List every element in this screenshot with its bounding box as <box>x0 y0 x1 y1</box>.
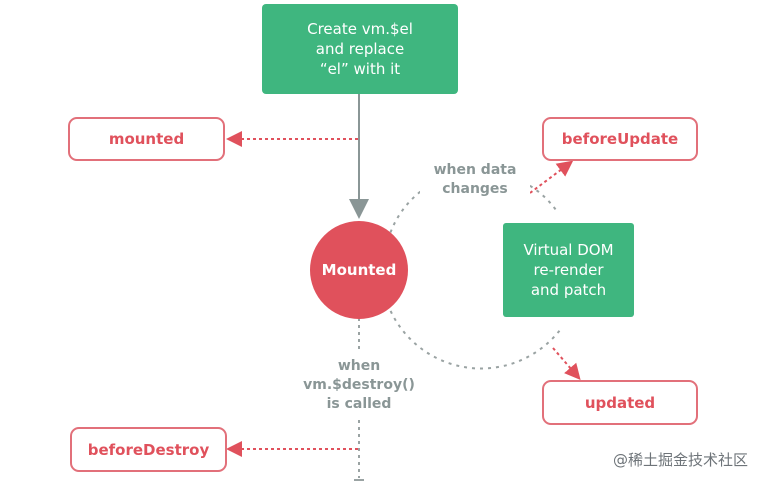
updated-arrow <box>552 347 581 381</box>
before-update-hook-label: beforeUpdate <box>561 130 679 148</box>
data-change-line-1: when data <box>433 162 517 178</box>
rerender-line-3: and patch <box>530 281 607 299</box>
before-destroy-hook: beforeDestroy <box>70 427 227 472</box>
data-change-label: when data changes <box>420 161 530 199</box>
watermark-text: @稀土掘金技术社区 <box>613 449 748 470</box>
create-el-box: Create vm.$el and replace “el” with it <box>262 4 458 94</box>
updated-hook-label: updated <box>584 393 656 412</box>
create-el-line-1: Create vm.$el <box>307 20 413 38</box>
mounted-hook: mounted <box>68 117 225 161</box>
mounted-circle: Mounted <box>310 221 408 319</box>
before-destroy-hook-label: beforeDestroy <box>87 440 210 459</box>
destroy-line-1: when <box>337 358 381 374</box>
watermark-label: @稀土掘金技术社区 <box>613 451 749 469</box>
data-change-line-2: changes <box>442 181 508 197</box>
before-update-arrow <box>529 160 574 194</box>
mounted-circle-label: Mounted <box>321 261 397 279</box>
destroy-line-2: vm.$destroy() <box>303 377 415 393</box>
mounted-hook-label: mounted <box>108 130 185 148</box>
rerender-line-1: Virtual DOM <box>523 241 614 259</box>
rerender-box: Virtual DOM re-render and patch <box>503 223 634 317</box>
updated-hook: updated <box>542 380 698 425</box>
rerender-line-2: re-render <box>533 261 604 279</box>
before-update-hook: beforeUpdate <box>542 117 698 161</box>
destroy-label: when vm.$destroy() is called <box>289 357 429 414</box>
create-el-line-3: “el” with it <box>319 60 401 78</box>
destroy-line-3: is called <box>326 396 392 412</box>
create-el-line-2: and replace <box>315 40 405 58</box>
